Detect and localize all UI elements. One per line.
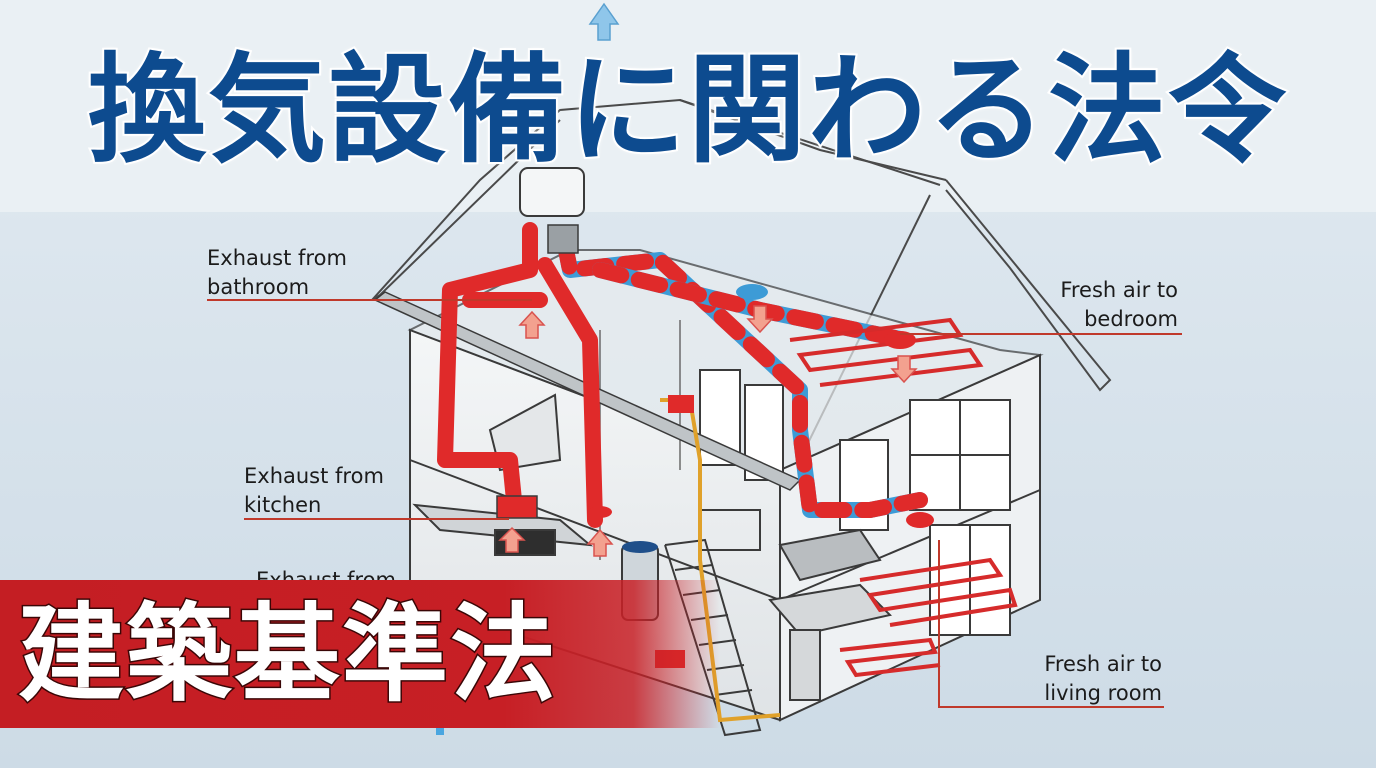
furniture <box>768 528 892 701</box>
leader-living-vertical <box>938 540 940 706</box>
vent-units <box>496 167 934 668</box>
label-exhaust-bathroom: Exhaust from bathroom <box>207 246 347 299</box>
top-title-band <box>0 0 1376 212</box>
law-banner <box>0 580 720 728</box>
label-exhaust-kitchen: Exhaust from kitchen <box>244 464 384 517</box>
label-fresh-bedroom: Fresh air to bedroom <box>1060 278 1178 331</box>
airflow-arrows <box>498 2 918 557</box>
leader-kitchen <box>244 518 509 520</box>
leader-living <box>938 706 1164 708</box>
label-fresh-living: Fresh air to living room <box>1044 652 1162 705</box>
floor-heating-loops <box>789 317 1018 678</box>
page-title: 換気設備に関わる法令 <box>86 39 1288 181</box>
leader-bedroom <box>900 333 1182 335</box>
banner-title: 建築基準法 <box>17 592 558 718</box>
leader-bathroom <box>207 299 532 301</box>
